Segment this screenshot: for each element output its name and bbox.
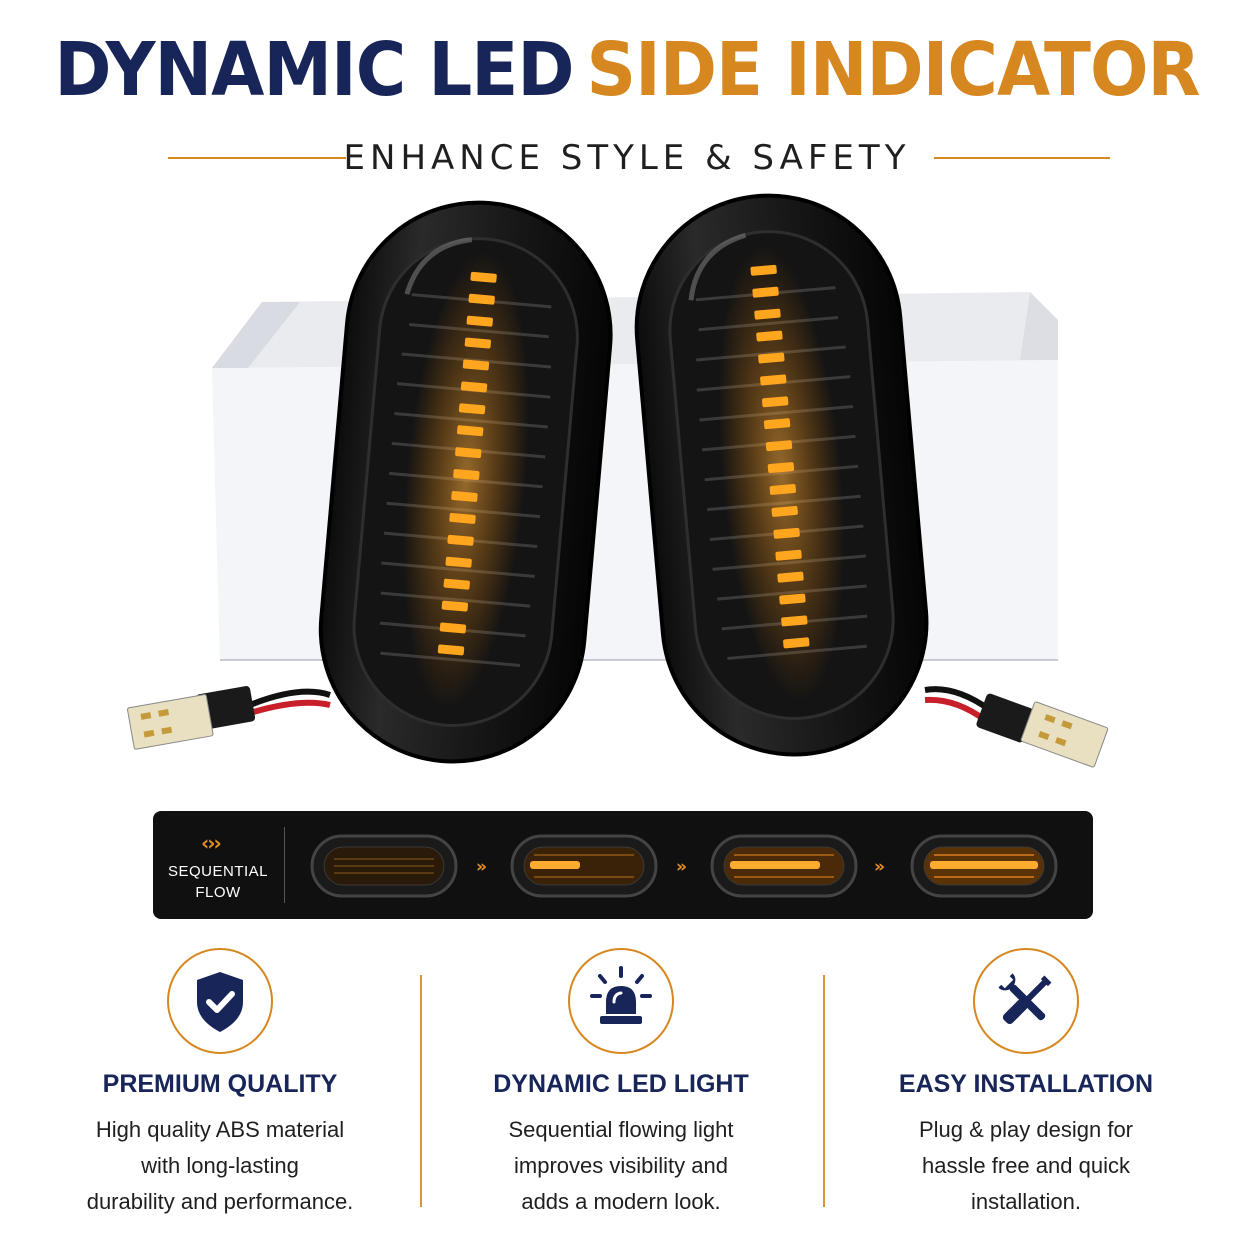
feature-icon-circle [973, 948, 1079, 1054]
feature-desc-line: durability and performance. [86, 1189, 354, 1214]
indicator-left [318, 200, 613, 764]
feature-description: Plug & play design for hassle free and q… [826, 1112, 1226, 1220]
feature-desc-line: installation. [970, 1189, 1082, 1214]
connector-right [924, 686, 1109, 768]
feature-icon-circle [167, 948, 273, 1054]
subtitle-divider-left [168, 157, 346, 159]
subtitle: ENHANCE STYLE & SAFETY [343, 138, 911, 178]
feature-desc-line: hassle free and quick [922, 1153, 1130, 1178]
flow-arrow-3: ›› [874, 857, 885, 877]
product-photo [127, 193, 1109, 768]
feature-desc-line: Sequential flowing light [508, 1117, 734, 1142]
chevron-pair-icon: ‹›› [201, 831, 222, 855]
feature-desc-line: Plug & play design for [918, 1117, 1134, 1142]
feature-icon-circle [568, 948, 674, 1054]
flow-stage-2 [510, 834, 658, 898]
flow-stage-4 [910, 834, 1058, 898]
strip-divider [284, 827, 285, 903]
feature-title: EASY INSTALLATION [898, 1070, 1154, 1098]
beacon-light-icon [590, 966, 652, 1024]
flow-arrow-2: ›› [676, 857, 687, 877]
feature-desc-line: adds a modern look. [521, 1189, 721, 1214]
subtitle-divider-right [934, 157, 1110, 159]
flow-stage-3 [710, 834, 858, 898]
tools-icon [998, 973, 1052, 1025]
feature-title: PREMIUM QUALITY [102, 1070, 338, 1098]
feature-description: High quality ABS material with long-last… [20, 1112, 420, 1220]
feature-description: Sequential flowing light improves visibi… [421, 1112, 821, 1220]
sequential-flow-label: ‹›› SEQUENTIAL FLOW [153, 811, 283, 919]
feature-desc-line: with long-lasting [141, 1153, 299, 1178]
sequential-label-line2: FLOW [195, 884, 241, 901]
sequential-flow-strip: ‹›› SEQUENTIAL FLOW ›› ›› ›› [153, 811, 1093, 919]
feature-title: DYNAMIC LED LIGHT [493, 1070, 749, 1098]
feature-divider-1 [420, 975, 422, 1207]
flow-stage-1 [310, 834, 458, 898]
shield-check-icon [197, 972, 243, 1032]
indicator-right [634, 193, 929, 757]
sequential-label-line1: SEQUENTIAL [167, 863, 269, 880]
feature-divider-2 [823, 975, 825, 1207]
flow-arrow-1: ›› [476, 857, 487, 877]
connector-left [127, 686, 331, 750]
feature-desc-line: High quality ABS material [95, 1117, 345, 1142]
title-part-side-indicator: SIDE INDICATOR [586, 27, 1201, 113]
title-part-dynamic-led: DYNAMIC LED [54, 27, 574, 113]
feature-desc-line: improves visibility and [514, 1153, 728, 1178]
